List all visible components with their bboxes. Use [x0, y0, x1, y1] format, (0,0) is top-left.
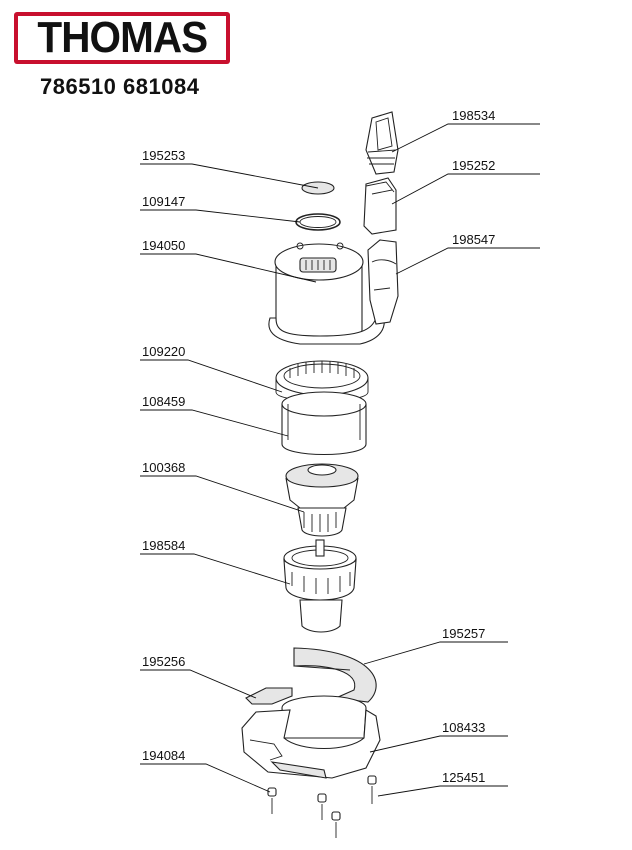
- part-label: 100368: [142, 460, 185, 475]
- brand-logo-text: THOMAS: [37, 13, 208, 62]
- part-label: 195252: [452, 158, 495, 173]
- leader-198584: [140, 553, 291, 585]
- leader-108433: [369, 735, 508, 753]
- part-label: 125451: [442, 770, 485, 785]
- part-195252-drawing: [363, 177, 397, 235]
- part-108433-drawing: [241, 695, 381, 779]
- part-label: 108433: [442, 720, 485, 735]
- part-label: 108459: [142, 394, 185, 409]
- part-label: 194050: [142, 238, 185, 253]
- part-label: 195256: [142, 654, 185, 669]
- leader-195257: [363, 641, 508, 665]
- leader-109147: [140, 209, 301, 223]
- leader-194084: [140, 763, 271, 793]
- part-198547-drawing: [367, 239, 399, 325]
- part-100368-drawing: [285, 463, 359, 537]
- part-198534-drawing: [365, 111, 399, 175]
- leader-100368: [140, 475, 305, 513]
- leader-198534: [391, 123, 540, 153]
- part-label: 198584: [142, 538, 185, 553]
- part-labels: 198534 195253 195252 109147 194050 19854…: [142, 108, 495, 785]
- leader-109220: [140, 359, 283, 393]
- part-label: 195257: [442, 626, 485, 641]
- part-195256-drawing: [245, 687, 293, 705]
- leader-195252: [391, 173, 540, 205]
- leader-195256: [140, 669, 257, 699]
- leader-198547: [395, 247, 540, 275]
- part-label: 198534: [452, 108, 495, 123]
- part-108459-drawing: [281, 391, 367, 455]
- part-125451-drawing: [367, 775, 377, 804]
- part-195257-drawing: [293, 647, 377, 703]
- part-label: 198547: [452, 232, 495, 247]
- part-label: 194084: [142, 748, 185, 763]
- part-194050-drawing: [268, 242, 385, 345]
- part-194084-drawing: [267, 787, 341, 838]
- brand-logo: THOMAS: [14, 12, 230, 64]
- leader-195253: [140, 163, 319, 189]
- part-109147-drawing: [295, 213, 341, 231]
- part-label: 109147: [142, 194, 185, 209]
- leader-125451: [377, 785, 508, 797]
- part-198584-drawing: [283, 539, 357, 633]
- model-codes: 786510 681084: [40, 74, 200, 99]
- leader-lines: [140, 123, 540, 797]
- leader-108459: [140, 409, 289, 437]
- leader-194050: [140, 253, 317, 283]
- part-label: 109220: [142, 344, 185, 359]
- part-label: 195253: [142, 148, 185, 163]
